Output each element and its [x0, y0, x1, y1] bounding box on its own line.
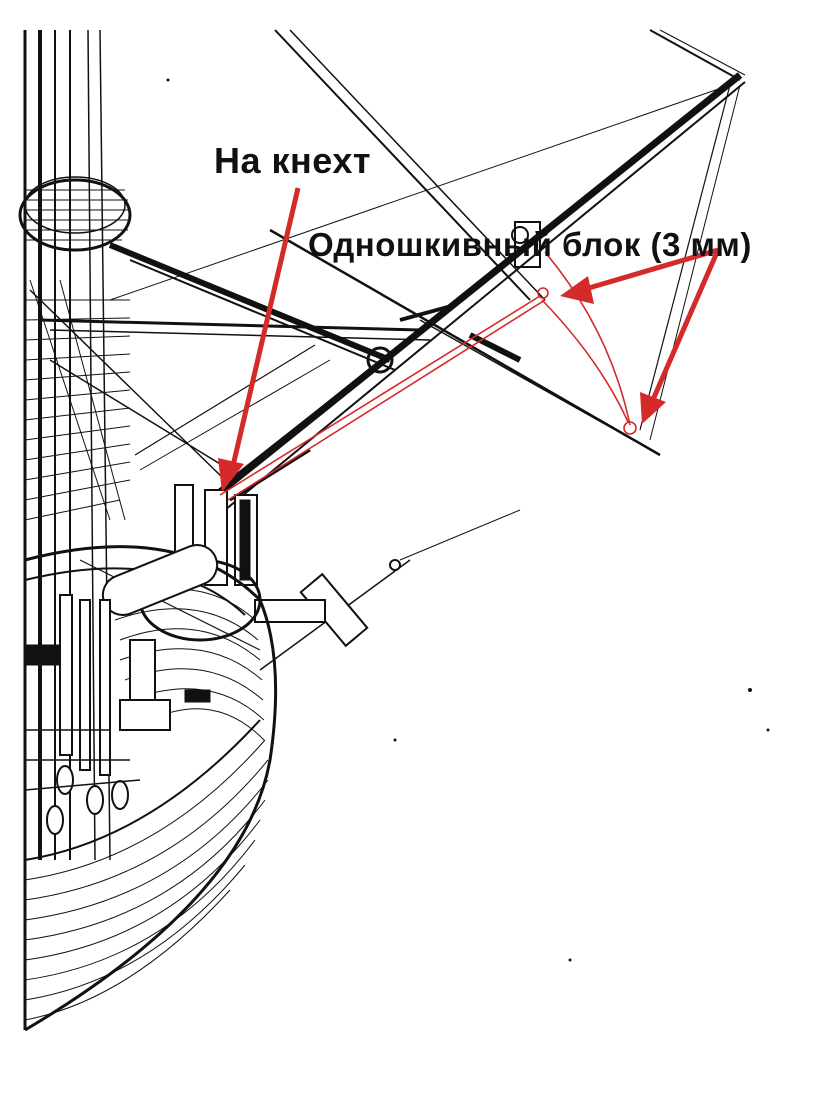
rigging-lines [29, 29, 746, 671]
bow-hull [24, 544, 278, 1032]
rope-path-annotation [219, 251, 637, 501]
knecht-arrow [218, 187, 301, 492]
specks [166, 78, 770, 962]
annotation-label-knecht: На кнехт [214, 140, 371, 181]
deck-fittings [24, 594, 211, 835]
block-arrows [560, 247, 721, 424]
annotation-label-single-sheave-block: Одношкивный блок (3 мм) [308, 226, 752, 263]
fighting-top [18, 176, 132, 252]
